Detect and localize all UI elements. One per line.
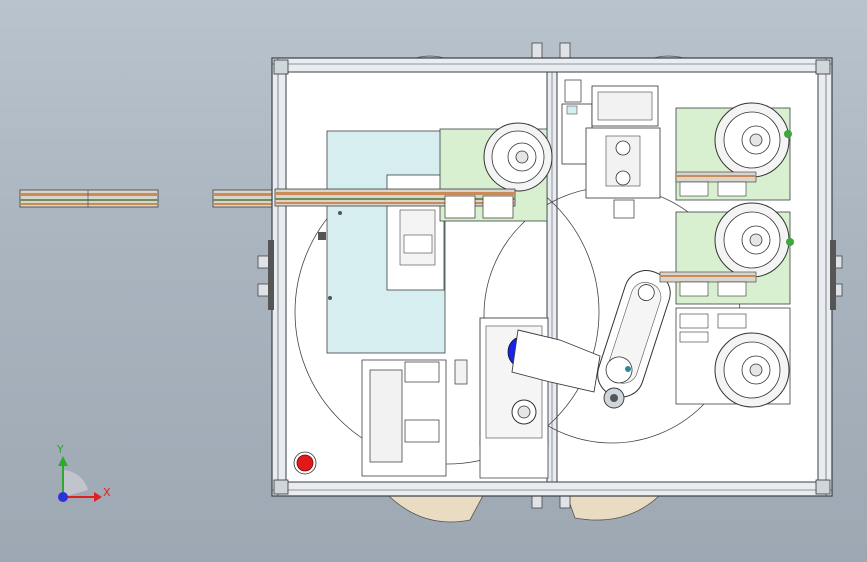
- triad-axis-z: [58, 492, 68, 502]
- pneumatic-manifold[interactable]: [561, 79, 661, 219]
- bottom-left-module[interactable]: [361, 359, 468, 477]
- detached-rail-left[interactable]: [19, 189, 159, 208]
- main-conveyor-belt[interactable]: [274, 188, 516, 219]
- cyan-housing[interactable]: [318, 130, 446, 354]
- detached-rail-right[interactable]: [212, 189, 276, 208]
- bottom-base-left: [382, 489, 487, 523]
- triad-y-label: Y: [57, 443, 64, 456]
- vibratory-bowl-right-2[interactable]: [714, 202, 794, 278]
- emergency-stop-button[interactable]: [293, 451, 317, 475]
- triad-x-label: X: [103, 486, 111, 499]
- vibratory-bowl-left[interactable]: [483, 122, 553, 192]
- robot-arm[interactable]: [511, 265, 676, 409]
- vibratory-bowl-right-3[interactable]: [714, 332, 790, 408]
- coordinate-triad: [58, 456, 102, 502]
- feeder-tracks-right[interactable]: [659, 171, 757, 343]
- vibratory-bowl-right-1[interactable]: [714, 102, 792, 178]
